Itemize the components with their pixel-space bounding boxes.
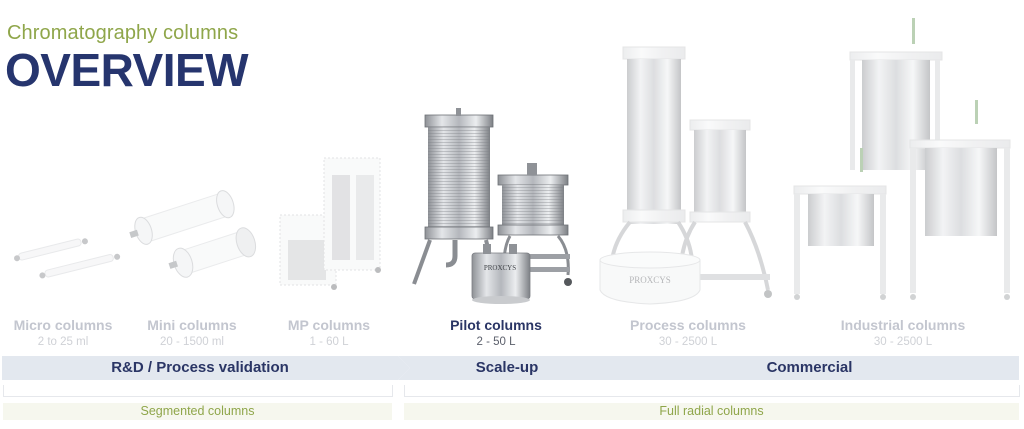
product-name: MP columns [287,317,371,333]
product-illustrations: PROXCYS PROXCYS [14,18,1011,305]
stage-commercial: Commercial [600,356,1019,380]
product-label-mp-columns: MP columns 1 - 60 L [239,316,419,350]
industrial-columns-image [793,18,1011,300]
svg-text:PROXCYS: PROXCYS [484,264,516,272]
mini-columns-image [129,190,257,278]
product-range: 1 - 60 L [309,336,349,348]
product-label-industrial-columns: Industrial columns 30 - 2500 L [813,316,993,350]
process-columns-image: PROXCYS [599,46,772,305]
product-name: Mini columns [147,317,237,333]
stage-label: Commercial [766,359,853,376]
product-range: 2 - 50 L [476,336,516,348]
product-range: 30 - 2500 L [873,336,933,348]
bracket-segmented [3,385,393,397]
column-type-segmented: Segmented columns [3,403,392,420]
product-range: 2 to 25 ml [37,336,89,348]
product-range: 30 - 2500 L [658,336,718,348]
chevron-arrow-shape [2,356,410,380]
product-label-process-columns: Process columns 30 - 2500 L [598,316,778,350]
stage-label: Scale-up [475,359,539,376]
column-type-full-radial: Full radial columns [404,403,1019,420]
stage-rd-process-validation: R&D / Process validation [2,356,412,380]
product-label-micro-columns: Micro columns 2 to 25 ml [0,316,153,350]
stage-scale-up: Scale-up [398,356,616,380]
stage-label: R&D / Process validation [111,359,289,376]
page-subtitle: Chromatography columns [7,22,239,44]
bracket-full-radial [404,385,1020,397]
product-name: Process columns [630,317,746,333]
micro-columns-image [14,238,121,279]
product-name: Pilot columns [450,317,542,333]
pilot-columns-image: PROXCYS [412,108,572,304]
chevron-arrow-shape [398,356,614,380]
product-name: Industrial columns [840,317,966,333]
product-label-pilot-columns: Pilot columns 2 - 50 L [406,316,586,350]
mp-columns-image [279,157,381,290]
chevron-arrow-shape [600,356,1019,380]
product-name: Micro columns [13,317,113,333]
svg-text:PROXCYS: PROXCYS [629,275,671,285]
product-range: 20 - 1500 ml [160,336,224,348]
product-label-mini-columns: Mini columns 20 - 1500 ml [102,316,282,350]
page-title: OVERVIEW [5,44,249,96]
